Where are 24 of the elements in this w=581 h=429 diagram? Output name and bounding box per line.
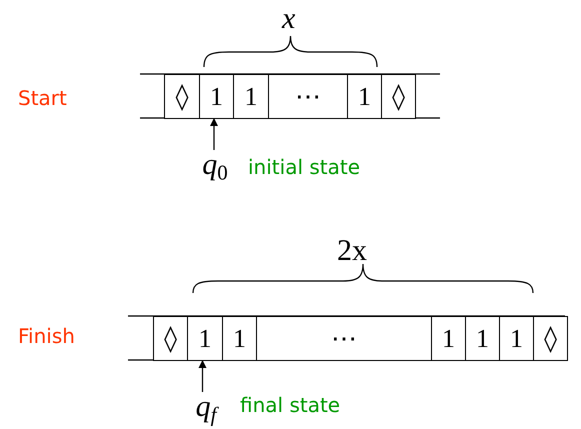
- row-label: Start: [18, 88, 67, 108]
- tape-cell: ◊: [381, 74, 416, 119]
- tape-cell: 1: [199, 74, 234, 119]
- state-caption: initial state: [248, 157, 360, 177]
- arrow: [210, 118, 218, 150]
- tape-cell: 1: [499, 316, 534, 361]
- tape-cell: ◊: [153, 316, 188, 361]
- tape-cell: ◊: [164, 74, 200, 119]
- tape-cell: 1: [431, 316, 466, 361]
- arrow: [198, 360, 206, 392]
- brace-label: 2x: [337, 236, 367, 266]
- row-label: Finish: [18, 326, 75, 346]
- state-symbol: q$_{0}$: [196, 150, 234, 184]
- tape-cell: 1: [187, 316, 223, 361]
- tape-cell: 1: [233, 74, 269, 119]
- tape-cell: ⋯: [256, 316, 432, 361]
- state-symbol: q$_{f}$: [186, 392, 226, 426]
- tape-cell: 1: [222, 316, 257, 361]
- tape-cell: ⋯: [268, 74, 348, 119]
- state-caption: final state: [240, 395, 340, 415]
- tape-cell: ◊: [533, 316, 568, 361]
- brace-label: x: [282, 4, 296, 34]
- tape-cell: 1: [347, 74, 382, 119]
- tape-cell: 1: [465, 316, 500, 361]
